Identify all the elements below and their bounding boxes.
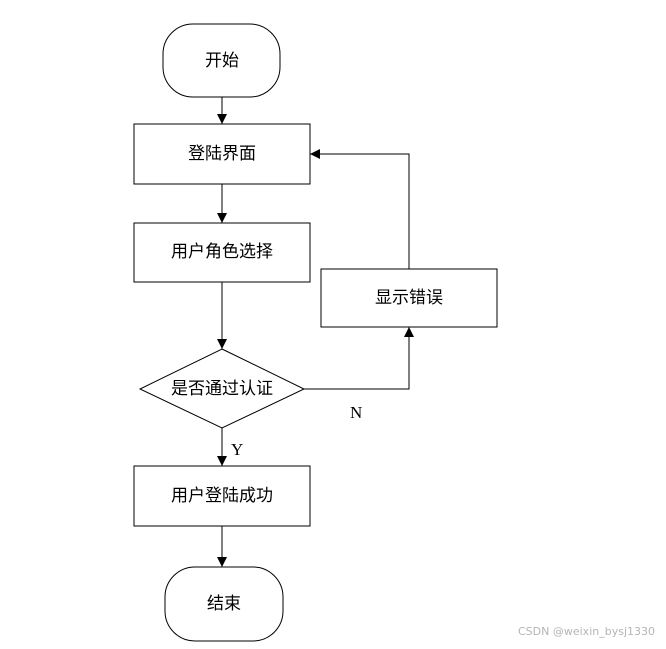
role-select-label: 用户角色选择 <box>171 242 273 262</box>
show-error-label: 显示错误 <box>375 288 443 308</box>
login-page-label: 登陆界面 <box>188 144 256 164</box>
end-terminal-shape <box>164 566 284 642</box>
node-start: 开始 <box>162 23 281 98</box>
edge-label-no: N <box>350 403 362 422</box>
role-select-box <box>133 222 311 283</box>
login-success-label: 用户登陆成功 <box>171 486 273 506</box>
node-auth-check: 是否通过认证 <box>138 348 306 429</box>
login-page-box <box>133 123 311 185</box>
edge-show-error-to-login-page <box>310 149 410 269</box>
node-role-select: 用户角色选择 <box>133 222 311 283</box>
login-success-box <box>133 465 311 527</box>
end-label: 结束 <box>207 594 241 614</box>
edges <box>217 97 414 567</box>
node-login-success: 用户登陆成功 <box>133 465 311 527</box>
edge-label-yes: Y <box>231 440 243 459</box>
edge-auth-check-to-show-error <box>304 327 414 390</box>
auth-check-label: 是否通过认证 <box>171 379 273 399</box>
start-terminal-shape <box>162 23 281 98</box>
node-end: 结束 <box>164 566 284 642</box>
node-show-error: 显示错误 <box>320 268 498 328</box>
auth-check-diamond <box>138 348 306 429</box>
watermark-text: CSDN @weixin_bysj1330 <box>518 625 655 638</box>
node-login-page: 登陆界面 <box>133 123 311 185</box>
show-error-box <box>320 268 498 328</box>
start-label: 开始 <box>205 51 239 71</box>
